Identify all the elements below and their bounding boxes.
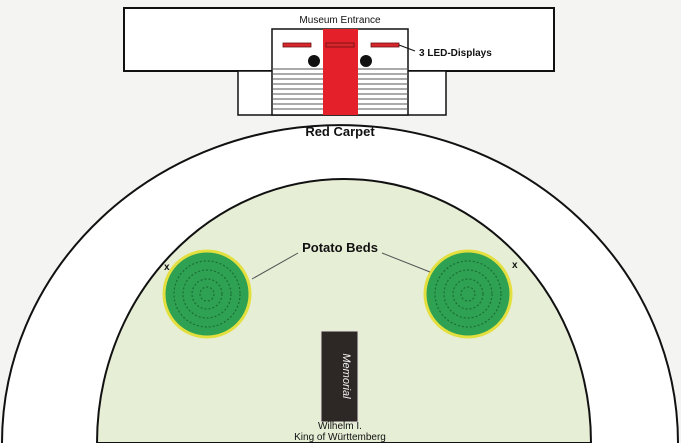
potato-beds-pointer-left <box>251 252 299 280</box>
led-pointer-line <box>398 44 416 52</box>
led-display-left <box>282 42 312 48</box>
memorial-caption-line2: King of Württemberg <box>294 432 386 443</box>
led-display-right <box>370 42 400 48</box>
memorial-caption-line1: Wilhelm I. <box>318 421 362 432</box>
pillar-left <box>308 55 320 67</box>
marker-x-right: x <box>512 260 518 271</box>
potato-beds-pointer-right <box>381 252 431 273</box>
led-display-center <box>325 42 355 48</box>
potato-bed-right <box>423 249 513 339</box>
potato-bed-left <box>162 249 252 339</box>
red-carpet <box>323 29 358 115</box>
museum-entrance-label: Museum Entrance <box>299 15 381 26</box>
led-displays-label: 3 LED-Displays <box>419 48 492 59</box>
memorial-label: Memorial <box>340 353 352 399</box>
marker-x-left: x <box>164 262 170 273</box>
potato-beds-label: Potato Beds <box>302 240 378 255</box>
red-carpet-label: Red Carpet <box>305 124 375 139</box>
lawn-area <box>95 178 593 443</box>
memorial-stone <box>320 330 359 423</box>
pillar-right <box>360 55 372 67</box>
